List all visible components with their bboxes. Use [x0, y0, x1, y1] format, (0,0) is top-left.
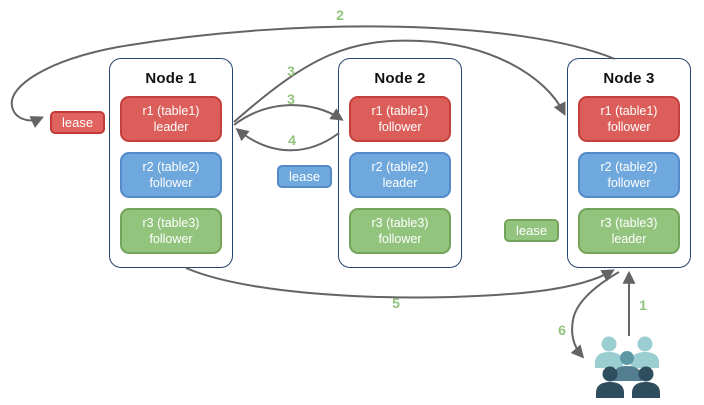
lease-badge-table1: lease [50, 111, 106, 134]
node1-replica-r1: r1 (table1) leader [120, 96, 222, 142]
node3-replica-r1: r1 (table1) follower [578, 96, 680, 142]
replica-role: follower [607, 176, 651, 190]
node-3-title: Node 3 [603, 70, 655, 87]
replica-role: follower [607, 120, 651, 134]
node1-replica-r3: r3 (table3) follower [120, 208, 222, 254]
arrow-step2-node3-to-lease1 [10, 25, 616, 128]
node2-replica-r1: r1 (table1) follower [349, 96, 451, 142]
replica-name: r1 (table1) [142, 103, 200, 118]
lease-badge-table2: lease [277, 165, 333, 188]
node2-replica-r3: r3 (table3) follower [349, 208, 451, 254]
replica-name: r2 (table2) [142, 159, 200, 174]
replica-name: r2 (table2) [371, 159, 429, 174]
node-1-box: Node 1 r1 (table1) leader r2 (table2) fo… [109, 58, 233, 268]
replica-name: r2 (table2) [600, 159, 658, 174]
step-label-4: 4 [288, 132, 296, 148]
replica-role: leader [382, 176, 418, 190]
replica-name: r1 (table1) [371, 103, 429, 118]
lease-badge-table3: lease [504, 219, 560, 242]
replica-role: follower [149, 176, 193, 190]
step-label-2: 2 [336, 7, 344, 23]
step-label-6: 6 [558, 322, 566, 338]
node2-replica-r2: r2 (table2) leader [349, 152, 451, 198]
node1-replica-r2: r2 (table2) follower [120, 152, 222, 198]
node-2-box: Node 2 r1 (table1) follower r2 (table2) … [338, 58, 462, 268]
replica-role: follower [149, 232, 193, 246]
replica-name: r3 (table3) [142, 215, 200, 230]
arrow-step5-node1-to-node3 [185, 267, 615, 299]
replica-name: r1 (table1) [600, 103, 658, 118]
step-label-5: 5 [392, 295, 400, 311]
replica-name: r3 (table3) [371, 215, 429, 230]
node3-replica-r3: r3 (table3) leader [578, 208, 680, 254]
users-group-icon [595, 336, 660, 398]
replica-name: r3 (table3) [600, 215, 658, 230]
node3-replica-r2: r2 (table2) follower [578, 152, 680, 198]
step-label-3b: 3 [287, 91, 295, 107]
arrow-step3-node1-to-node2 [233, 104, 344, 126]
replica-role: leader [611, 232, 647, 246]
node-3-box: Node 3 r1 (table1) follower r2 (table2) … [567, 58, 691, 268]
replica-role: follower [378, 120, 422, 134]
step-label-1: 1 [639, 297, 647, 313]
replica-role: leader [153, 120, 189, 134]
step-label-3a: 3 [287, 63, 295, 79]
replica-role: follower [378, 232, 422, 246]
node-2-title: Node 2 [374, 70, 426, 87]
node-1-title: Node 1 [145, 70, 197, 87]
